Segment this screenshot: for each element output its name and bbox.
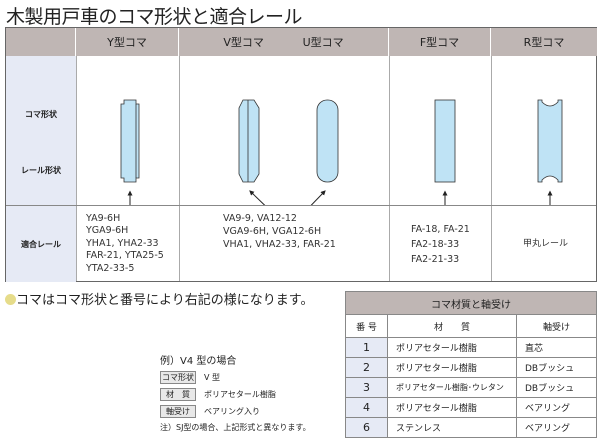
cell-bearing: 直芯 <box>516 337 597 358</box>
bullet-text: コマはコマ形状と番号により右記の様になります。 <box>16 293 314 308</box>
header-f: F型コマ <box>389 28 491 56</box>
vu-rails: VA9-9, VA12-12 VGA9-6H, VGA12-6H VHA1, V… <box>223 206 336 282</box>
rail-item: YA9-6H <box>86 212 121 224</box>
example-label: 軸受け <box>160 405 196 418</box>
rail-item: YHA1, YHA2-33 <box>86 237 159 249</box>
header-blank <box>6 28 76 56</box>
row-labels: コマ形状 レール形状 <box>6 56 76 205</box>
cell-material: ポリアセタール樹脂 <box>387 357 517 378</box>
example-note: 注）SJ型の場合、上記形式と異なります。 <box>160 423 311 432</box>
header-r: R型コマ <box>491 28 597 56</box>
example-block: 例）V4 型の場合 コマ形状 V 型 材 質ポリアセタール樹脂 軸受けベアリング入… <box>160 352 311 433</box>
example-label: コマ形状 <box>160 371 196 384</box>
u-wheel-icon <box>316 99 339 183</box>
cell-bearing: ベアリング <box>516 397 597 418</box>
r-wheel-icon <box>537 99 563 183</box>
y-wheel-icon <box>120 99 140 183</box>
rail-item: FA-18, FA-21 <box>411 223 470 235</box>
header-y: Y型コマ <box>76 28 179 56</box>
example-row: 軸受けベアリング入り <box>160 405 311 418</box>
cell-number: 4 <box>345 397 388 418</box>
header-u: U型コマ <box>302 36 344 49</box>
bullet-icon <box>5 294 16 305</box>
f-rails: FA-18, FA-21 FA2-18-33 FA2-21-33 <box>411 206 470 282</box>
cell-bearing: DBブッシュ <box>516 377 597 398</box>
example-value: ベアリング入り <box>204 407 260 416</box>
cell-material: ポリアセタール樹脂･ウレタン <box>387 377 517 398</box>
cell-material: ポリアセタール樹脂 <box>387 397 517 418</box>
rail-item: FA2-18-33 <box>411 238 460 250</box>
v-wheel-icon <box>238 99 260 183</box>
shape-drawings <box>120 99 563 205</box>
cell-number: 1 <box>345 337 388 358</box>
example-value: V 型 <box>204 373 221 382</box>
material-table-title: コマ材質と軸受け <box>345 291 597 315</box>
cell-number: 6 <box>345 417 388 438</box>
col-number: 番 号 <box>345 314 388 338</box>
example-row: 材 質ポリアセタール樹脂 <box>160 388 311 401</box>
col-material: 材 質 <box>387 314 517 338</box>
cell-number: 2 <box>345 357 388 378</box>
label-rail-shape: レール形状 <box>21 166 61 176</box>
rail-item: VGA9-6H, VGA12-6H <box>223 226 322 237</box>
rail-item: FAR-21, YTA25-5 <box>86 250 164 262</box>
f-wheel-icon <box>434 99 456 183</box>
header-vu: V型コマ U型コマ <box>179 28 389 56</box>
rail-item: FA2-21-33 <box>411 253 460 265</box>
rail-item: VA9-9, VA12-12 <box>223 213 297 224</box>
header-v: V型コマ <box>223 36 264 49</box>
col-bearing: 軸受け <box>516 314 597 338</box>
example-row: コマ形状 V 型 <box>160 371 311 384</box>
bullet-note: コマはコマ形状と番号により右記の様になります。 <box>5 289 313 308</box>
rail-item: YTA2-33-5 <box>86 262 135 274</box>
example-value: ポリアセタール樹脂 <box>204 390 276 399</box>
page-title: 木製用戸車のコマ形状と適合レール <box>6 6 303 28</box>
rail-item: VHA1, VHA2-33, FAR-21 <box>223 239 336 250</box>
r-rails: 甲丸レール <box>523 206 568 282</box>
rail-item: 甲丸レール <box>523 238 569 249</box>
wheel-rail-table: Y型コマ V型コマ U型コマ F型コマ R型コマ コマ形状 レール形状 適合レー… <box>5 27 597 282</box>
rail-item: YGA9-6H <box>86 225 129 237</box>
example-label: 材 質 <box>160 388 196 401</box>
y-rails: YA9-6H YGA9-6H YHA1, YHA2-33 FAR-21, YTA… <box>86 206 164 282</box>
label-rails: 適合レール <box>6 206 76 282</box>
v-arrow-icon <box>249 190 283 205</box>
cell-number: 3 <box>345 377 388 398</box>
cell-material: ポリアセタール樹脂 <box>387 337 517 358</box>
cell-material: ステンレス <box>387 417 517 438</box>
example-title: 例）V4 型の場合 <box>160 356 237 367</box>
u-arrow-icon <box>294 190 326 205</box>
cell-bearing: ベアリング <box>516 417 597 438</box>
label-wheel-shape: コマ形状 <box>25 109 57 119</box>
cell-bearing: DBブッシュ <box>516 357 597 378</box>
